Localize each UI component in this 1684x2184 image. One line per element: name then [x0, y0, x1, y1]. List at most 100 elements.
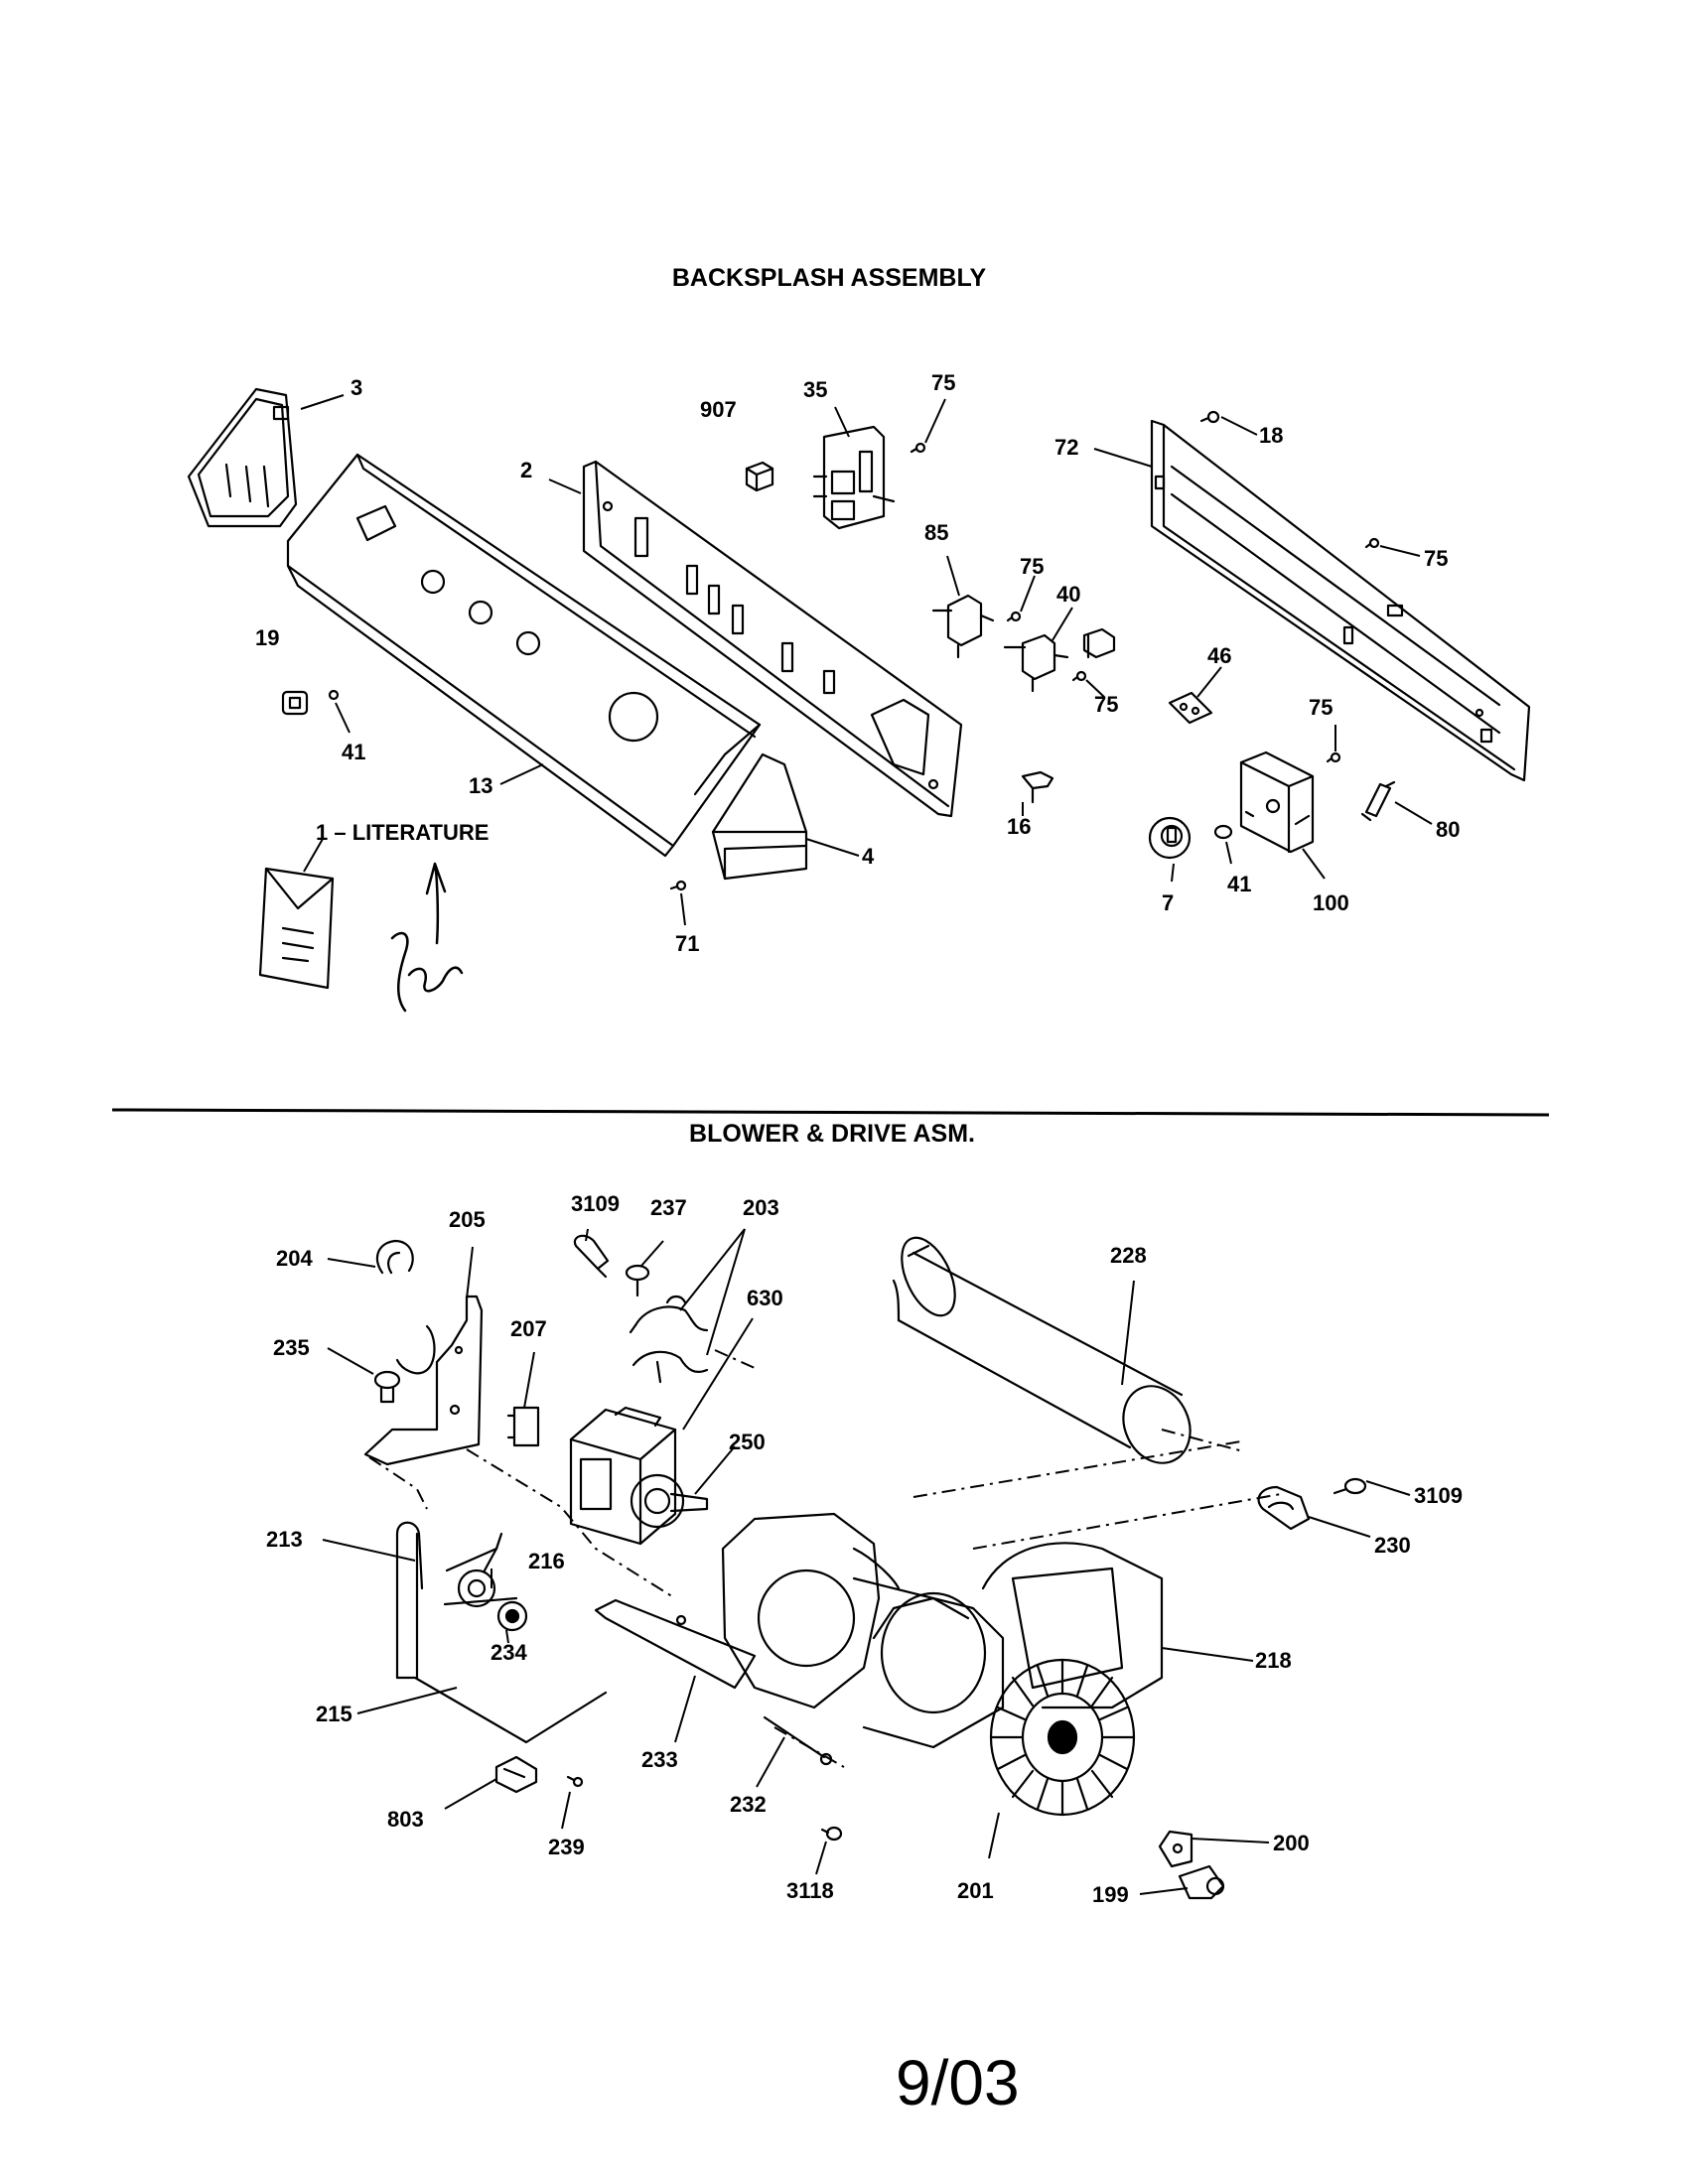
literature-label: 1 – LITERATURE [316, 820, 489, 845]
callout-218: 218 [1255, 1648, 1292, 1673]
callout-234: 234 [491, 1640, 527, 1665]
callout-4: 4 [862, 844, 875, 869]
callout-907: 907 [700, 397, 737, 422]
callout-75e: 75 [1309, 695, 1333, 720]
part-16-fastener [1021, 770, 1054, 804]
callout-41a: 41 [342, 740, 365, 764]
part-235-screw [373, 1370, 401, 1404]
part-207-switch [506, 1406, 540, 1447]
part-239-screw [566, 1775, 584, 1788]
callout-100: 100 [1313, 890, 1349, 915]
part-75-screw-d [1364, 537, 1380, 549]
callout-216: 216 [528, 1549, 565, 1573]
callout-3109-right: 3109 [1414, 1483, 1463, 1508]
part-75-screw-e [1326, 751, 1341, 763]
part-80-clip [1360, 780, 1396, 822]
backsplash-callouts: 3 907 35 75 18 72 2 85 75 40 75 75 19 41… [255, 370, 1460, 956]
part-71-screw [669, 880, 687, 891]
part-75-screw-b [1006, 611, 1022, 622]
callout-803: 803 [387, 1807, 424, 1832]
callout-239: 239 [548, 1835, 585, 1859]
part-803-bracket [494, 1755, 538, 1794]
part-237-screw [625, 1264, 650, 1297]
part-204-clip [375, 1239, 414, 1275]
part-218-blower-housing [721, 1512, 1164, 1749]
callout-35: 35 [803, 377, 827, 402]
part-3-end-cap [187, 387, 298, 528]
part-233-motor-mount [594, 1598, 757, 1690]
blower-leader-lines [322, 1228, 1411, 1895]
part-41-washer-b [1213, 824, 1233, 840]
callout-213: 213 [266, 1527, 303, 1552]
part-199-plug [1178, 1864, 1225, 1900]
part-35-switch-block [812, 425, 896, 530]
callout-200: 200 [1273, 1831, 1310, 1855]
part-3109-lamp [573, 1234, 610, 1279]
part-100-timer [1239, 751, 1315, 854]
callout-72: 72 [1054, 435, 1078, 460]
callout-207: 207 [510, 1316, 547, 1341]
callout-16: 16 [1007, 814, 1031, 839]
callout-3109-top: 3109 [571, 1191, 620, 1216]
callout-215: 215 [316, 1702, 352, 1726]
part-215-rod [395, 1676, 608, 1744]
part-228-duct [892, 1236, 1192, 1464]
part-230-thermostat [1257, 1485, 1311, 1531]
callout-232: 232 [730, 1792, 767, 1817]
callout-3118: 3118 [786, 1878, 834, 1903]
callout-13: 13 [469, 773, 492, 798]
part-205-motor-bracket [363, 1295, 484, 1466]
part-1-literature-envelope [258, 867, 335, 990]
part-213-idler [395, 1521, 518, 1680]
callout-203: 203 [743, 1195, 779, 1220]
part-907-connector [745, 461, 774, 492]
callout-75d: 75 [1424, 546, 1448, 571]
part-200-clip [1158, 1830, 1193, 1868]
part-75-screw-a [910, 442, 926, 454]
callout-40: 40 [1056, 582, 1080, 607]
callout-75c: 75 [1094, 692, 1118, 717]
part-40-switch [1003, 633, 1069, 693]
part-4-end-cap [711, 752, 808, 881]
callout-630: 630 [747, 1286, 783, 1310]
part-1-literature-signature [390, 862, 464, 1013]
part-19-knob [281, 690, 309, 716]
callout-205: 205 [449, 1207, 486, 1232]
callout-41b: 41 [1227, 872, 1251, 896]
part-41-washer-a [328, 689, 340, 701]
callout-228: 228 [1110, 1243, 1147, 1268]
callout-204: 204 [276, 1246, 313, 1271]
callout-230: 230 [1374, 1533, 1411, 1558]
footer-date: 9/03 [896, 2047, 1020, 2118]
assembly-dash-lines [368, 1349, 1282, 1768]
backsplash-assembly-title: BACKSPLASH ASSEMBLY [672, 264, 987, 292]
callout-233: 233 [641, 1747, 678, 1772]
callout-80: 80 [1436, 817, 1460, 842]
part-72-rear-panel [1150, 419, 1531, 782]
callout-201: 201 [957, 1878, 994, 1903]
part-40-clip [1082, 627, 1116, 659]
part-75-screw-c [1071, 670, 1087, 682]
callout-7: 7 [1162, 890, 1174, 915]
part-201-blower-wheel [989, 1658, 1136, 1817]
callout-237: 237 [650, 1195, 687, 1220]
callout-250: 250 [729, 1430, 766, 1454]
part-203-clip-lower [632, 1350, 709, 1384]
blower-drive-asm-title: BLOWER & DRIVE ASM. [689, 1120, 975, 1148]
callout-2: 2 [520, 458, 532, 482]
part-232-rod [763, 1715, 833, 1766]
callout-19: 19 [255, 625, 279, 650]
part-2-mounting-bracket [582, 460, 963, 818]
section-divider [111, 1108, 1550, 1117]
callout-75a: 75 [931, 370, 955, 395]
part-13-backsplash-panel [286, 453, 762, 858]
callout-235: 235 [273, 1335, 310, 1360]
part-46-board [1168, 691, 1213, 725]
part-18-screw [1199, 410, 1220, 424]
callout-46: 46 [1207, 643, 1231, 668]
callout-3: 3 [351, 375, 362, 400]
part-250-motor [569, 1406, 709, 1546]
callout-85: 85 [924, 520, 948, 545]
callout-71: 71 [675, 931, 699, 956]
